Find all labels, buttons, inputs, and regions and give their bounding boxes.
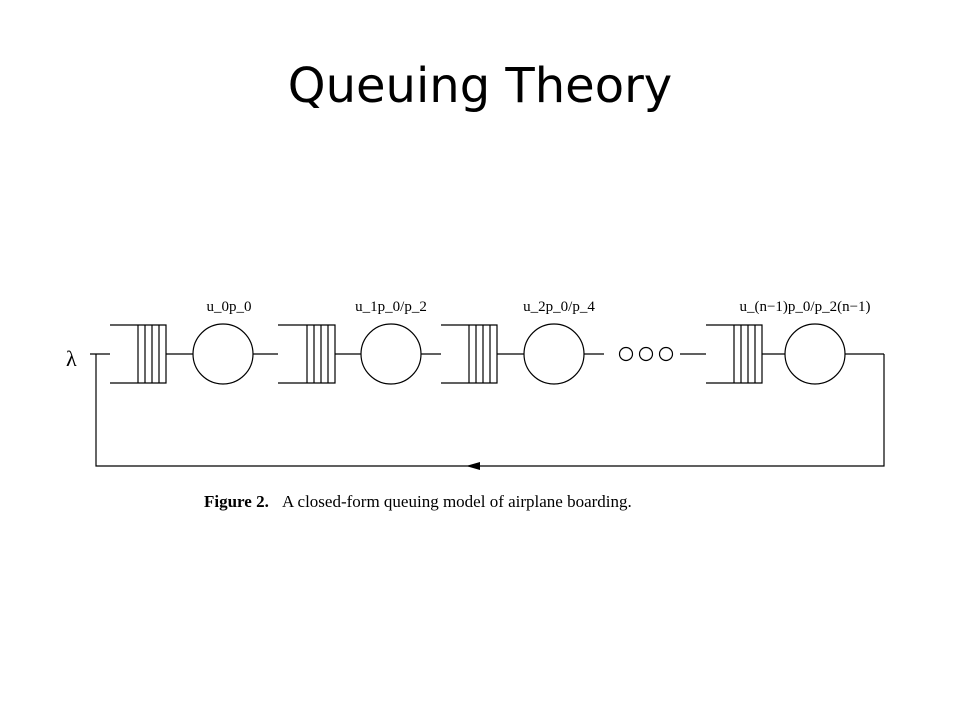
queue-buffer-n bbox=[706, 324, 763, 384]
feedback-path bbox=[95, 354, 885, 467]
queue-buffer-2 bbox=[278, 324, 336, 384]
server-node-2 bbox=[360, 323, 422, 385]
server-node-1 bbox=[192, 323, 254, 385]
station-label-1: u_0p_0 bbox=[207, 299, 252, 315]
queue-buffers bbox=[110, 324, 763, 384]
station-label-3: u_2p_0/p_4 bbox=[523, 299, 595, 315]
figure-caption-text: A closed-form queuing model of airplane … bbox=[282, 492, 632, 511]
return-arrow-icon bbox=[466, 462, 480, 470]
servers bbox=[192, 323, 846, 385]
server-node-3 bbox=[523, 323, 585, 385]
arrival-rate-label: λ bbox=[66, 346, 77, 371]
station-label-n: u_(n−1)p_0/p_2(n−1) bbox=[739, 299, 870, 315]
server-node-n bbox=[784, 323, 846, 385]
station-label-2: u_1p_0/p_2 bbox=[355, 299, 427, 315]
figure-caption: Figure 2. A closed-form queuing model of… bbox=[204, 492, 632, 511]
figure-number: Figure 2. bbox=[204, 492, 269, 511]
slide-title: Queuing Theory bbox=[287, 58, 673, 114]
ellipsis-icon bbox=[618, 346, 674, 362]
queue-buffer-3 bbox=[441, 324, 498, 384]
return-loop bbox=[95, 354, 885, 467]
queue-buffer-1 bbox=[110, 324, 167, 384]
